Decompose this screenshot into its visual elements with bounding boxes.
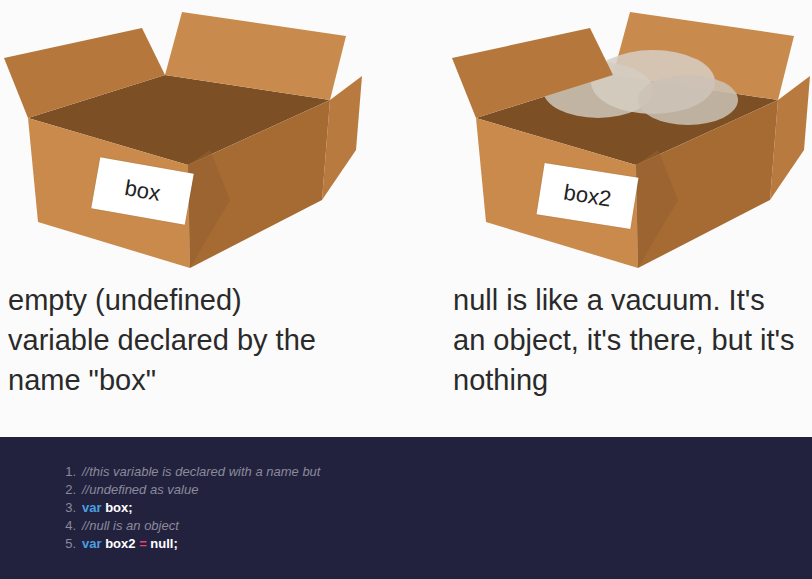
code-line: var box; [82,499,133,517]
line-number: 5. [46,535,76,553]
line-number: 2. [46,481,76,499]
code-line: //null is an object [82,517,179,535]
box-illustration [452,12,810,268]
code-line: //this variable is declared with a name … [82,463,320,481]
code-identifier: null; [150,536,177,551]
line-number: 4. [46,517,76,535]
box-illustration [4,12,362,268]
code-line: //undefined as value [82,481,198,499]
tag-text: box [123,175,162,207]
line-number: 1. [46,463,76,481]
code-identifier: box; [105,500,132,515]
caption-text: null is like a vacuum. It's an object, i… [453,280,798,400]
tag-text: box2 [562,179,613,212]
code-panel: //this variable is declared with a name … [0,437,812,579]
code-keyword: var [82,536,102,551]
code-identifier: box2 [105,536,135,551]
code-line: var box2 = null; [82,535,178,553]
code-comment: //this variable is declared with a name … [82,464,320,479]
code-comment: //undefined as value [82,482,198,497]
caption-text: empty (undefined) variable declared by t… [8,280,318,400]
code-comment: //null is an object [82,518,179,533]
code-operator: = [139,536,147,551]
line-number: 3. [46,499,76,517]
code-keyword: var [82,500,102,515]
